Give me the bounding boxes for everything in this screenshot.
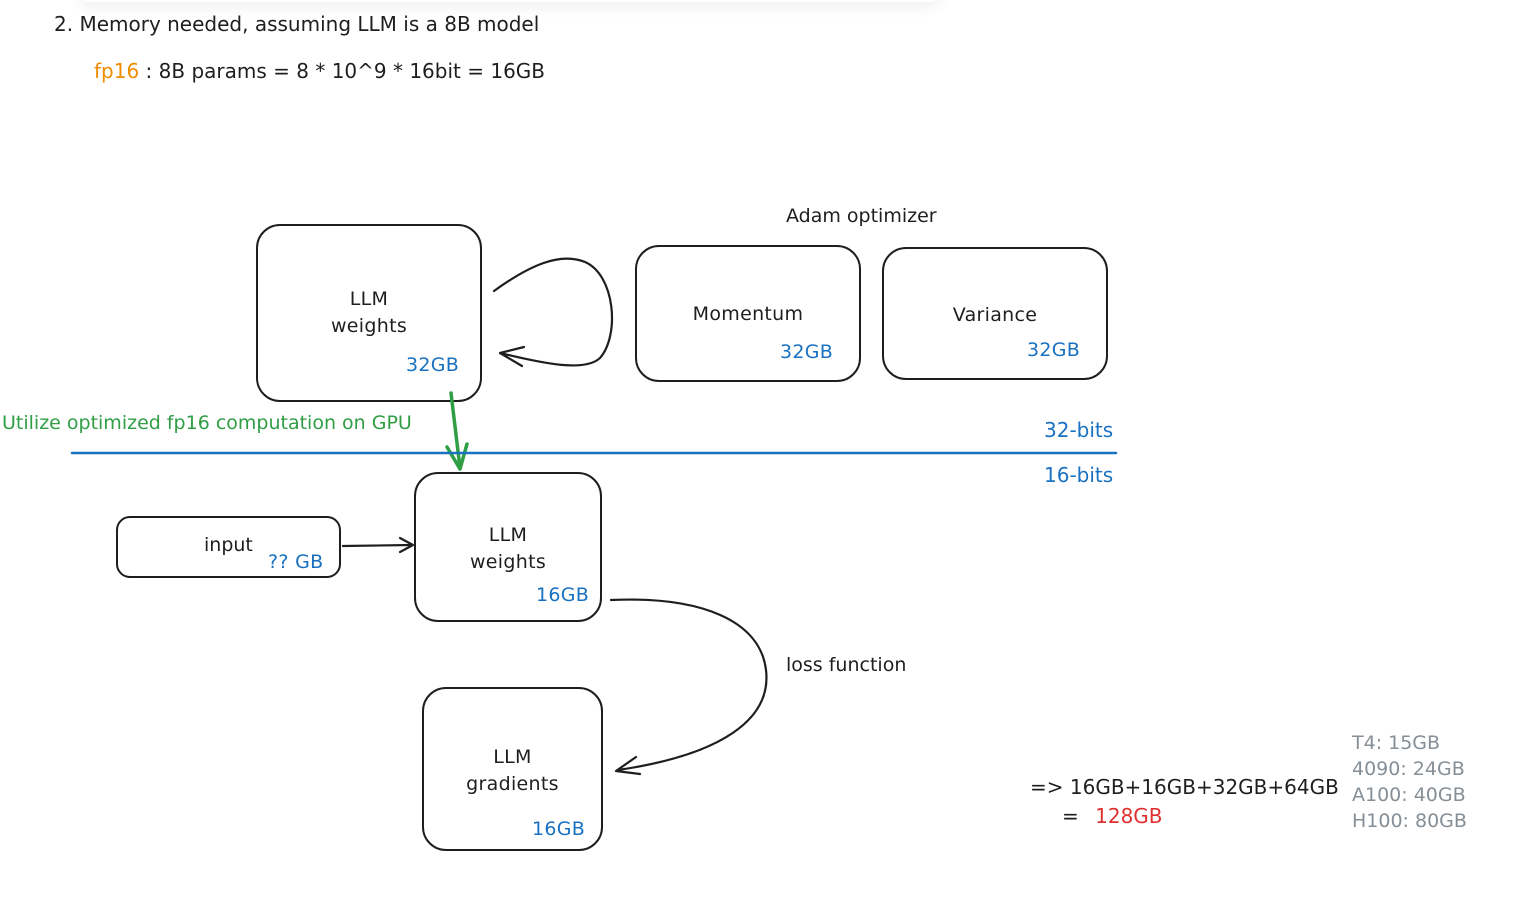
llm-weights-32-box[interactable]: LLM weights 32GB xyxy=(256,224,482,402)
input-size: ?? GB xyxy=(268,551,324,573)
total-result-line: = 128GB xyxy=(1062,804,1163,828)
momentum-size: 32GB xyxy=(780,341,834,363)
heading: 2. Memory needed, assuming LLM is a 8B m… xyxy=(54,12,540,36)
momentum-box[interactable]: Momentum 32GB xyxy=(635,245,861,382)
top-card-edge xyxy=(80,0,940,2)
gpu-item-t4: T4: 15GB xyxy=(1352,732,1441,754)
llm-gradients-line1: LLM xyxy=(493,746,532,768)
llm-gradients-size: 16GB xyxy=(532,818,586,840)
llm-weights-32-line2: weights xyxy=(330,315,408,337)
gpu-list: T4: 15GB 4090: 24GB A100: 40GB H100: 80G… xyxy=(1352,730,1467,834)
input-arrowhead xyxy=(398,536,415,554)
gpu-note: Utilize optimized fp16 computation on GP… xyxy=(2,412,412,434)
gpu-item-a100: A100: 40GB xyxy=(1352,784,1466,806)
bits-16-label: 16-bits xyxy=(1044,463,1114,487)
llm-weights-16-box[interactable]: LLM weights 16GB xyxy=(414,472,602,622)
loss-arrowhead xyxy=(614,755,642,776)
fp16-line: fp16 : 8B params = 8 * 10^9 * 16bit = 16… xyxy=(94,59,545,83)
bits-32-label: 32-bits xyxy=(1044,418,1114,442)
optimizer-loop-arrow xyxy=(492,257,614,367)
llm-weights-32-size: 32GB xyxy=(406,354,460,376)
variance-box[interactable]: Variance 32GB xyxy=(882,247,1108,380)
variance-size: 32GB xyxy=(1027,339,1081,361)
gpu-item-4090: 4090: 24GB xyxy=(1352,758,1465,780)
cast-arrowhead xyxy=(445,442,469,471)
llm-weights-16-line1: LLM xyxy=(488,524,528,546)
cast-arrow xyxy=(449,391,462,470)
variance-label: Variance xyxy=(952,304,1038,326)
input-box[interactable]: input ?? GB xyxy=(116,516,341,578)
loss-function-label: loss function xyxy=(786,654,907,676)
adam-optimizer-label: Adam optimizer xyxy=(786,205,937,227)
momentum-label: Momentum xyxy=(692,303,804,325)
fp16-rest: : 8B params = 8 * 10^9 * 16bit = 16GB xyxy=(139,59,546,83)
input-arrow xyxy=(341,543,414,548)
total-sum: => 16GB+16GB+32GB+64GB xyxy=(1030,775,1339,799)
total-result: 128GB xyxy=(1095,804,1163,828)
llm-weights-16-size: 16GB xyxy=(536,584,590,606)
loss-arrow xyxy=(609,598,768,772)
llm-weights-16-line2: weights xyxy=(469,551,547,573)
fp16-prefix: fp16 xyxy=(94,59,140,83)
llm-gradients-box[interactable]: LLM gradients 16GB xyxy=(422,687,603,851)
llm-weights-32-line1: LLM xyxy=(349,288,389,310)
total-eq: = xyxy=(1062,804,1079,828)
input-label: input xyxy=(204,534,253,556)
optimizer-loop-arrowhead xyxy=(498,345,526,368)
llm-gradients-line2: gradients xyxy=(466,773,559,795)
gpu-item-h100: H100: 80GB xyxy=(1352,810,1467,832)
